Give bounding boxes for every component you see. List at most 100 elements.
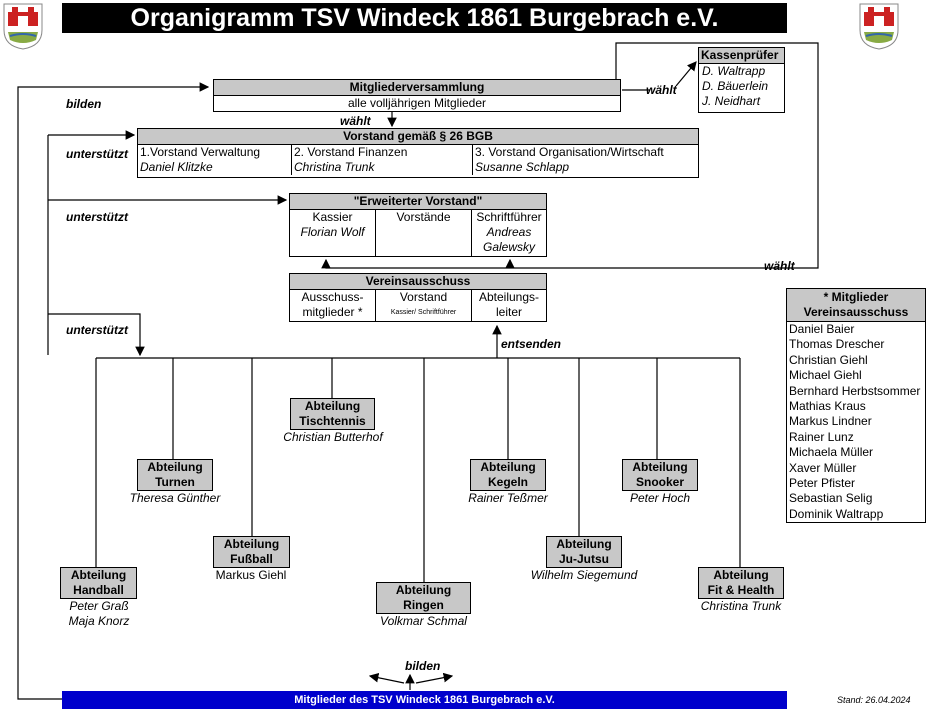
erweiterter-role: Kassier (312, 210, 353, 224)
stand-date: Stand: 26.04.2024 (837, 695, 911, 705)
department-person: Peter Graß (69, 599, 129, 613)
department-person: Markus Giehl (215, 568, 287, 582)
erweiterter-col: Vorstände (376, 210, 472, 257)
label-waehlt: wählt (340, 114, 371, 128)
ausschuss-member: Bernhard Herbstsommer (789, 383, 921, 398)
label-waehlt: wählt (646, 83, 677, 97)
kassenpruefer-name: D. Bäuerlein (702, 79, 769, 93)
vorstand-name: Susanne Schlapp (475, 160, 570, 174)
label-waehlt: wählt (764, 259, 795, 273)
ausschuss-member: Markus Lindner (789, 414, 872, 429)
label-unterstuetzt: unterstützt (66, 147, 128, 161)
ausschuss-member: Michaela Müller (789, 445, 874, 460)
ausschuss-member: Christian Giehl (789, 352, 868, 367)
vorstand-col: 3. Vorstand Organisation/Wirtschaft Susa… (473, 145, 698, 175)
department-tischtennis: Abteilung Tischtennis (290, 398, 375, 430)
vereinsausschuss-col: Vorstand Kassier/ Schriftführer (376, 290, 472, 322)
town-crest-icon (859, 3, 899, 50)
department-turnen: Abteilung Turnen (137, 459, 213, 491)
vereinsausschuss-col: Ausschuss- mitglieder * (290, 290, 376, 322)
vorstand-col: 1.Vorstand Verwaltung Daniel Klitzke (138, 145, 292, 175)
erweiterter-col: Kassier Florian Wolf (290, 210, 376, 257)
vereinsausschuss-line: Ausschuss- (301, 290, 364, 304)
department-line: Abteilung (70, 568, 127, 582)
erweiterter-col: Schriftführer Andreas Galewsky (472, 210, 546, 257)
vorstand-name: Christina Trunk (294, 160, 375, 174)
department-line: Abteilung (147, 460, 203, 474)
ausschuss-members-header: * Mitglieder Vereinsausschuss (787, 289, 925, 322)
department-name: Fit & Health (707, 583, 775, 597)
ausschuss-members-title: * Mitglieder (823, 290, 889, 304)
department-name: Ju-Jutsu (558, 552, 609, 566)
department-name: Ringen (403, 598, 444, 612)
vorstand-role: 1.Vorstand Verwaltung (140, 145, 261, 159)
department-person: Peter Hoch (629, 491, 691, 505)
ausschuss-member: Sebastian Selig (789, 491, 873, 506)
vorstand-col: 2. Vorstand Finanzen Christina Trunk (292, 145, 473, 175)
vorstand-box: Vorstand gemäß § 26 BGB 1.Vorstand Verwa… (137, 128, 699, 178)
kassenpruefer-name: D. Waltrapp (702, 64, 766, 78)
department-name: Tischtennis (299, 414, 366, 428)
department-person: Maja Knorz (68, 614, 130, 628)
kassenpruefer-name: J. Neidhart (702, 94, 761, 108)
erweiterter-vorstand-box: "Erweiterter Vorstand" Kassier Florian W… (289, 193, 547, 257)
department-ju-jutsu: Abteilung Ju-Jutsu (546, 536, 622, 568)
ausschuss-members-title: Vereinsausschuss (803, 305, 909, 319)
department-person: Christina Trunk (700, 599, 782, 613)
department-line: Abteilung (713, 568, 769, 582)
ausschuss-member: Daniel Baier (789, 322, 855, 336)
vereinsausschuss-line: Kassier/ Schriftführer (390, 309, 457, 316)
ausschuss-member: Thomas Drescher (789, 337, 885, 352)
mitgliederversammlung-box: Mitgliederversammlung alle volljährigen … (213, 79, 621, 112)
vereinsausschuss-line: Vorstand (399, 290, 448, 304)
department-line: Abteilung (304, 399, 361, 413)
department-person: Theresa Günther (129, 491, 221, 505)
label-bilden: bilden (66, 97, 102, 111)
erweiterter-vorstand-title: "Erweiterter Vorstand" (290, 194, 546, 210)
vorstand-role: 3. Vorstand Organisation/Wirtschaft (475, 145, 664, 159)
department-name: Fußball (230, 552, 273, 566)
department-line: Abteilung (395, 583, 452, 597)
kassenpruefer-box: Kassenprüfer D. Waltrapp D. Bäuerlein J.… (698, 47, 785, 113)
vereinsausschuss-line: leiter (495, 305, 522, 319)
label-unterstuetzt: unterstützt (66, 210, 128, 224)
ausschuss-member: Michael Giehl (789, 368, 862, 383)
vereinsausschuss-line: Abteilungs- (478, 290, 540, 304)
department-name: Handball (73, 583, 124, 597)
vereinsausschuss-line: mitglieder * (302, 305, 363, 319)
erweiterter-role: Vorstände (396, 210, 451, 224)
erweiterter-role: Schriftführer (476, 210, 542, 224)
vereinsausschuss-box: Vereinsausschuss Ausschuss- mitglieder *… (289, 273, 547, 322)
department-person: Christian Butterhof (283, 430, 383, 444)
department-line: Abteilung (480, 460, 536, 474)
vereinsausschuss-title: Vereinsausschuss (290, 274, 546, 290)
mitgliederversammlung-subtitle: alle volljährigen Mitglieder (347, 96, 487, 110)
department-fussball: Abteilung Fußball (213, 536, 290, 568)
erweiterter-name: Andreas Galewsky (482, 225, 535, 254)
department-person: Rainer Teßmer (468, 491, 548, 505)
ausschuss-member: Peter Pfister (789, 476, 856, 491)
department-name: Kegeln (487, 475, 528, 489)
vorstand-role: 2. Vorstand Finanzen (294, 145, 408, 159)
department-person: Volkmar Schmal (380, 614, 467, 628)
ausschuss-member: Mathias Kraus (789, 399, 866, 414)
department-fit-health: Abteilung Fit & Health (698, 567, 784, 599)
label-unterstuetzt: unterstützt (66, 323, 128, 337)
page-title: Organigramm TSV Windeck 1861 Burgebrach … (62, 3, 787, 33)
department-handball: Abteilung Handball (60, 567, 137, 599)
department-kegeln: Abteilung Kegeln (470, 459, 546, 491)
mitgliederversammlung-title: Mitgliederversammlung (214, 80, 620, 96)
department-person: Wilhelm Siegemund (530, 568, 638, 582)
department-name: Turnen (155, 475, 195, 489)
label-bilden: bilden (405, 659, 441, 673)
ausschuss-member: Dominik Waltrapp (789, 506, 884, 521)
ausschuss-member: Xaver Müller (789, 460, 857, 475)
members-bar: Mitglieder des TSV Windeck 1861 Burgebra… (62, 691, 787, 709)
department-line: Abteilung (632, 460, 688, 474)
vorstand-title: Vorstand gemäß § 26 BGB (138, 129, 698, 145)
vorstand-name: Daniel Klitzke (140, 160, 213, 174)
department-name: Snooker (635, 475, 684, 489)
kassenpruefer-title: Kassenprüfer (699, 48, 784, 64)
